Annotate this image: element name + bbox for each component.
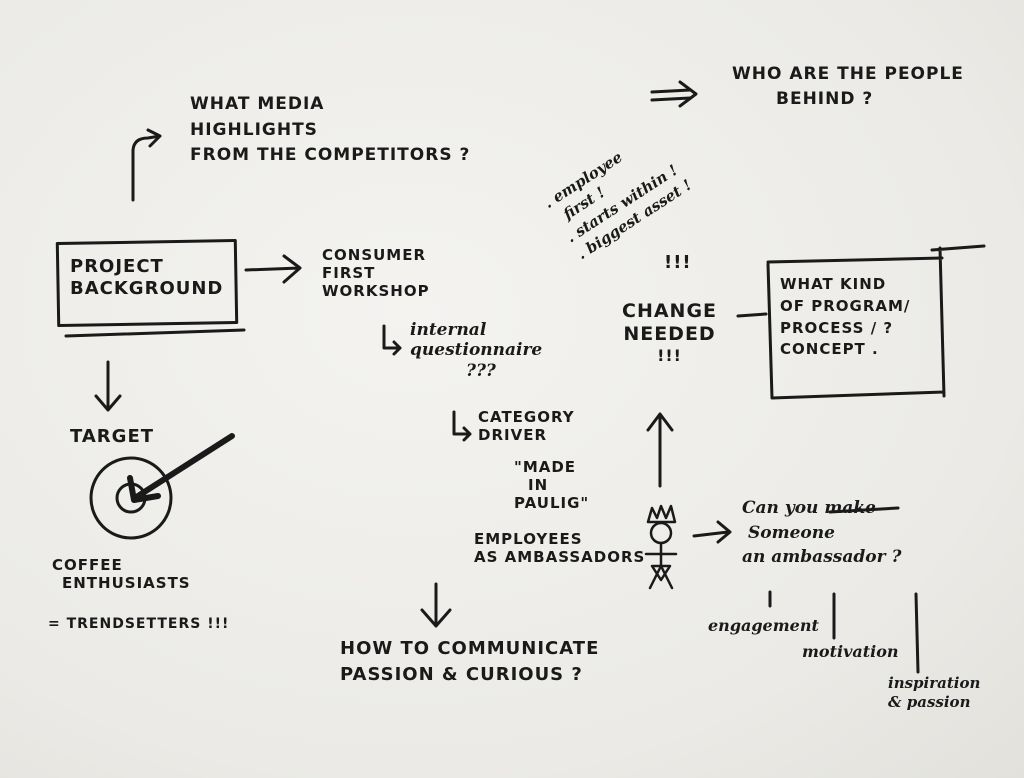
- target-label: TARGET: [70, 426, 155, 447]
- employees-as-ambassadors: EMPLOYEES AS AMBASSADORS: [474, 530, 645, 566]
- hook-arrow-category: [452, 410, 472, 442]
- note-line: Someone: [748, 522, 835, 543]
- arrow-down-to-target: [94, 360, 122, 412]
- change-needed: CHANGE NEEDED !!!: [622, 300, 717, 365]
- people-behind-question: WHO ARE THE PEOPLE BEHIND ?: [732, 62, 964, 111]
- note-line: OF PROGRAM/: [780, 296, 911, 315]
- project-background-underline: [64, 328, 246, 338]
- note-line: ENTHUSIASTS: [62, 574, 191, 592]
- note-line: ???: [466, 360, 496, 381]
- note-line: PASSION & CURIOUS ?: [340, 664, 583, 686]
- note-line: CHANGE: [622, 300, 718, 322]
- note-line: EMPLOYEES: [474, 530, 583, 548]
- note-line: WHAT KIND: [780, 275, 887, 293]
- note-line: IN: [528, 476, 549, 494]
- note-line: "MADE: [514, 458, 577, 476]
- note-line: PROJECT: [70, 256, 164, 277]
- internal-questionnaire: internal questionnaire ???: [410, 320, 542, 381]
- coffee-enthusiasts: COFFEE ENTHUSIASTS: [52, 556, 191, 592]
- media-highlights-question: WHAT MEDIA HIGHLIGHTS FROM THE COMPETITO…: [190, 92, 470, 169]
- note-line: CONSUMER: [322, 246, 427, 264]
- stick-figure-body: [644, 541, 678, 590]
- note-line: WHO ARE THE PEOPLE: [732, 64, 964, 84]
- note-line: WHAT MEDIA: [190, 94, 325, 114]
- consumer-first-workshop: CONSUMER FIRST WORKSHOP: [322, 246, 430, 300]
- stick-figure-crown: [646, 504, 677, 524]
- implies-arrow-people: [650, 80, 698, 108]
- stick-figure-head: [649, 521, 673, 545]
- project-background-box: [55, 238, 239, 328]
- ambassador-question: Can you make Someone an ambassador ?: [742, 496, 901, 570]
- note-line: an ambassador ?: [742, 547, 902, 568]
- note-line: !!!: [657, 345, 682, 365]
- note-line: & passion: [888, 692, 971, 711]
- note-line: questionnaire: [410, 340, 543, 361]
- engagement-label: engagement: [708, 616, 819, 635]
- arrow-to-consumer-first: [244, 254, 302, 284]
- note-line: FROM THE COMPETITORS ?: [190, 145, 471, 165]
- note-line: COFFEE: [52, 556, 123, 574]
- note-line: BACKGROUND: [70, 277, 224, 299]
- note-line: inspiration: [888, 674, 981, 692]
- note-line: internal: [410, 320, 487, 340]
- note-line: PAULIG": [514, 494, 590, 512]
- target-outer-ring: [89, 456, 173, 540]
- note-line: Can you make: [742, 498, 876, 518]
- program-process-concept-box: WHAT KIND OF PROGRAM/ PROCESS / ? CONCEP…: [780, 274, 910, 361]
- arrow-down-to-communicate: [420, 582, 452, 628]
- inspiration-branch: [914, 592, 920, 674]
- inspiration-passion-label: inspiration & passion: [888, 674, 980, 712]
- media-hook-arrow: [131, 128, 162, 202]
- note-line: HIGHLIGHTS: [190, 119, 318, 140]
- how-to-communicate-question: How TO COMMUNICATE PASSION & CURIOUS ?: [340, 636, 599, 688]
- note-line: FIRST: [322, 264, 376, 282]
- hook-arrow-questionnaire: [382, 324, 402, 356]
- project-background-label: PROJECT BACKGROUND: [70, 256, 223, 299]
- note-line: NEEDED: [623, 322, 716, 345]
- note-line: CATEGORY: [478, 408, 575, 426]
- note-line: BEHIND ?: [776, 88, 874, 109]
- note-line: AS AMBASSADORS: [474, 548, 646, 566]
- arrow-up-to-change: [646, 412, 674, 488]
- arrow-to-ambassador: [692, 520, 732, 544]
- note-line: PROCESS / ?: [780, 318, 894, 337]
- trendsetters: = TRENDSETTERS !!!: [48, 616, 230, 632]
- exclamation-mark: !!!: [664, 252, 692, 273]
- make-underline: [828, 506, 900, 514]
- made-in-paulig: "MADE IN PAULIG": [514, 458, 589, 512]
- target-dart: [127, 433, 235, 503]
- category-driver: CATEGORY DRIVER: [478, 408, 575, 444]
- note-line: CONCEPT .: [780, 340, 879, 359]
- note-line: WORKSHOP: [322, 282, 430, 300]
- note-line: DRIVER: [478, 426, 547, 444]
- connector-change-program: [736, 312, 768, 318]
- program-box-outline: [766, 244, 986, 400]
- note-line: How TO COMMUNICATE: [340, 638, 600, 659]
- motivation-label: motivation: [802, 642, 899, 661]
